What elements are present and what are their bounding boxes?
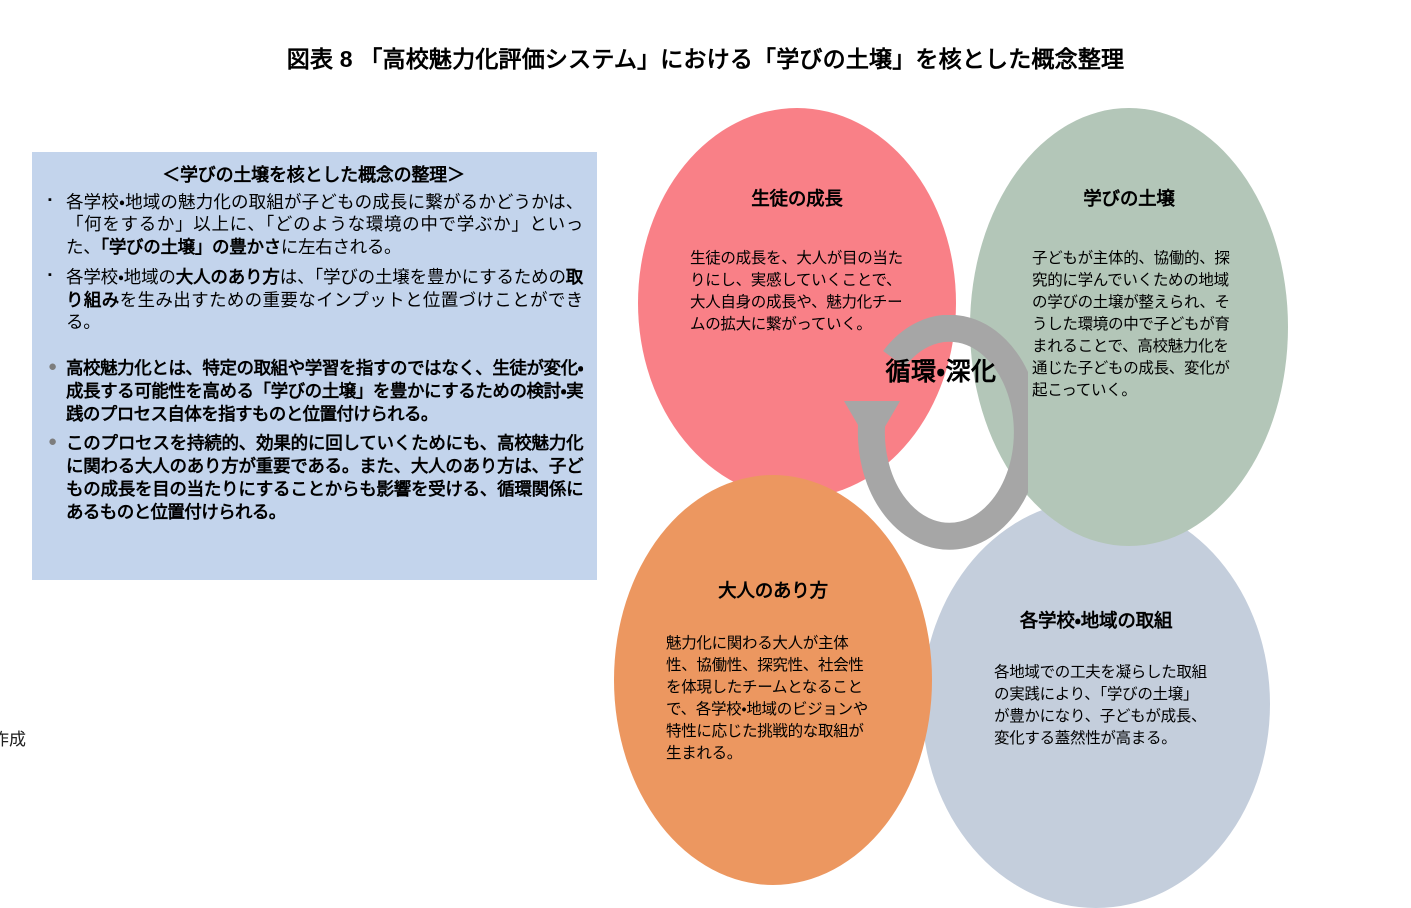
circle-soil: 学びの土壌 子どもが主体的、協働的、探究的に学んでいくための地域の学びの土壌が整… [970, 108, 1288, 546]
list-item-text: このプロセスを持続的、効果的に回していくためにも、高校魅力化に関わる大人のあり方… [66, 433, 584, 522]
list-item: ● 高校魅力化とは、特定の取組や学習を指すのではなく、生徒が変化・成長する可能性… [44, 357, 584, 425]
circle-adults-body: 魅力化に関わる大人が主体性、協働性、探究性、社会性を体現したチームとなることで、… [666, 635, 868, 762]
circle-efforts: 各学校・地域の取組 各地域での工夫を凝らした取組の実践により、「学びの土壌」が豊… [922, 500, 1270, 908]
circle-adults-title: 大人のあり方 [718, 580, 828, 601]
list-item: ● このプロセスを持続的、効果的に回していくためにも、高校魅力化に関わる大人のあ… [44, 432, 584, 523]
source-note: 作成 [0, 730, 26, 749]
bullet-marker-icon: ● [48, 358, 57, 375]
spacer [44, 341, 583, 357]
bullet-marker-icon: ● [48, 433, 57, 451]
circle-efforts-title: 各学校・地域の取組 [1019, 610, 1173, 631]
figure-title: 図表 8 「高校魅力化評価システム」における「学びの土壌」を核とした概念整理 [286, 46, 1125, 72]
cycle-label: 循環・深化 [885, 358, 997, 386]
circle-efforts-body: 各地域での工夫を凝らした取組の実践により、「学びの土壌」が豊かになり、子どもが成… [994, 664, 1207, 747]
summary-heading: ＜学びの土壌を核とした概念の整理＞ [162, 165, 465, 185]
summary-bullet-list: ▪ 各学校・地域の魅力化の取組が子どもの成長に繋がるかどうかは、「何をするか」以… [44, 191, 584, 524]
circle-growth-title: 生徒の成長 [751, 188, 843, 209]
list-item: ▪ 各学校・地域の魅力化の取組が子どもの成長に繋がるかどうかは、「何をするか」以… [44, 191, 583, 259]
bullet-marker-icon: ▪ [48, 193, 52, 206]
concept-diagram: 各学校・地域の取組 各地域での工夫を凝らした取組の実践により、「学びの土壌」が豊… [600, 100, 1411, 908]
list-item-text: 各学校・地域の大人のあり方は、「学びの土壌を豊かにするための取り組みを生み出すた… [66, 266, 583, 333]
circle-adults: 大人のあり方 魅力化に関わる大人が主体性、協働性、探究性、社会性を体現したチーム… [614, 475, 932, 885]
summary-box: ＜学びの土壌を核とした概念の整理＞ ▪ 各学校・地域の魅力化の取組が子どもの成長… [32, 152, 597, 580]
circle-growth-body: 生徒の成長を、大人が目の当たりにし、実感していくことで、大人自身の成長や、魅力化… [690, 250, 903, 333]
circle-soil-body: 子どもが主体的、協働的、探究的に学んでいくための地域の学びの土壌が整えられ、そう… [1032, 250, 1230, 399]
list-item-text: 各学校・地域の魅力化の取組が子どもの成長に繋がるかどうかは、「何をするか」以上に… [66, 191, 583, 258]
list-item-text: 高校魅力化とは、特定の取組や学習を指すのではなく、生徒が変化・成長する可能性を高… [66, 358, 584, 424]
circle-soil-title: 学びの土壌 [1083, 188, 1175, 209]
bullet-marker-icon: ▪ [48, 268, 52, 281]
list-item: ▪ 各学校・地域の大人のあり方は、「学びの土壌を豊かにするための取り組みを生み出… [44, 266, 583, 334]
circle-growth: 生徒の成長 生徒の成長を、大人が目の当たりにし、実感していくことで、大人自身の成… [638, 108, 956, 498]
